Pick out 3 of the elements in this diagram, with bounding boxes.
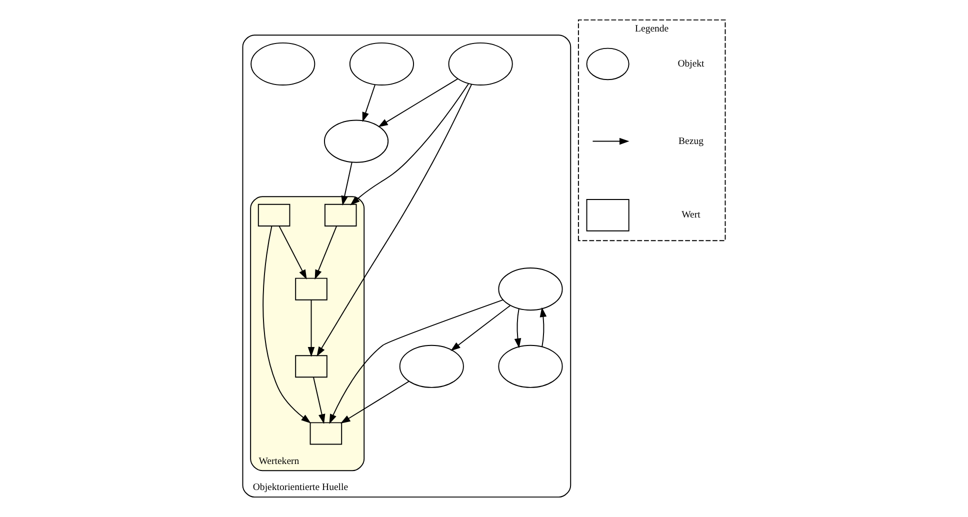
legend-label: Wert (682, 210, 700, 221)
legend-label: Bezug (678, 136, 704, 147)
legend-label: Objekt (678, 58, 704, 70)
